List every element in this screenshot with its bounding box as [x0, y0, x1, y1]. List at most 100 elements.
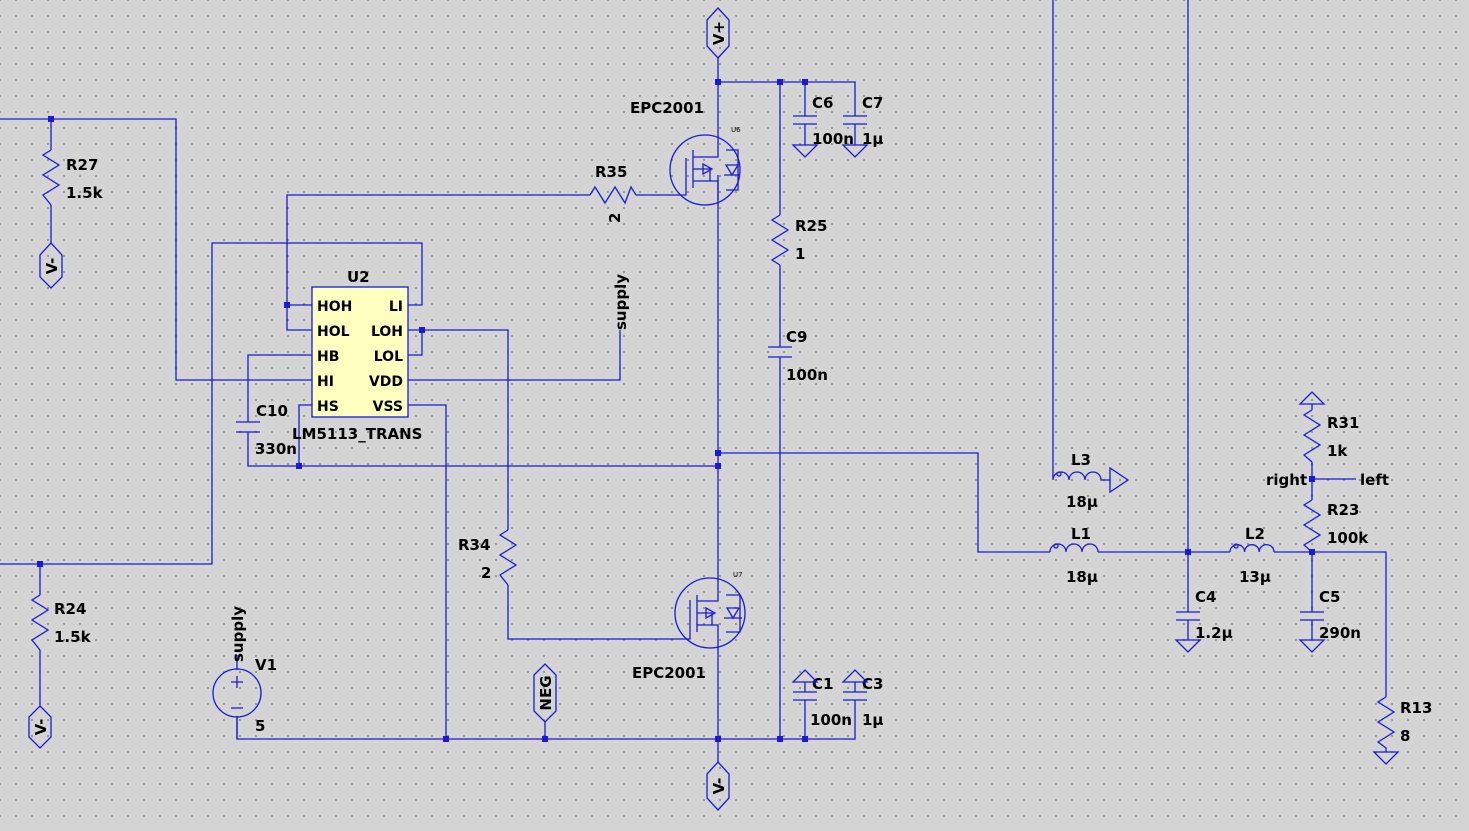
capacitor-c7[interactable]: C7 1µ [843, 94, 883, 148]
c10-name: C10 [256, 402, 288, 420]
u2-pin-hb: HB [317, 349, 339, 365]
supply-text: supply [612, 274, 630, 330]
capacitor-c3[interactable]: C3 1µ [843, 675, 883, 729]
v1-net-label: supply [229, 606, 247, 662]
net-label-right[interactable]: right [1266, 471, 1307, 489]
capacitor-c6[interactable]: C6 100n [793, 94, 854, 148]
net-flag-vminus-r27[interactable]: V- [39, 242, 63, 289]
net-label-supply[interactable]: supply [612, 274, 630, 330]
ground-c3 [841, 669, 869, 683]
u2-pin-li: LI [389, 299, 403, 315]
u2-name: U2 [347, 268, 370, 286]
voltage-source-v1[interactable]: V1 5 supply [212, 606, 277, 739]
neg-text: NEG [537, 675, 555, 710]
vplus-text: V+ [710, 21, 728, 45]
r24-name: R24 [54, 600, 86, 618]
inductor-l3[interactable]: L3 18µ [1052, 451, 1110, 511]
l2-value: 13µ [1239, 568, 1271, 586]
r23-name: R23 [1327, 501, 1359, 519]
capacitor-c4[interactable]: C4 1.2µ [1176, 588, 1233, 642]
r35-value: 2 [606, 213, 624, 223]
c5-name: C5 [1319, 588, 1340, 606]
resistor-r23[interactable]: R23 100k [1302, 499, 1369, 553]
r24-value: 1.5k [54, 628, 92, 646]
net-flag-vminus-r24[interactable]: V- [28, 705, 52, 749]
r13-name: R13 [1400, 699, 1432, 717]
resistor-r13[interactable]: R13 8 [1376, 696, 1432, 752]
ground-r13 [1372, 751, 1400, 765]
net-flag-neg[interactable]: NEG [533, 663, 557, 723]
resistor-r34[interactable]: R34 2 [458, 529, 518, 586]
u2-part: LM5113_TRANS [292, 425, 422, 443]
capacitor-c5[interactable]: C5 290n [1300, 588, 1361, 642]
c3-name: C3 [862, 675, 883, 693]
ground-l3 [1109, 466, 1130, 494]
r23-value: 100k [1327, 529, 1369, 547]
u2-pin-lol: LOL [374, 349, 403, 365]
r31-name: R31 [1327, 414, 1359, 432]
resistor-r35[interactable]: R35 2 [589, 163, 637, 223]
left-text: left [1360, 471, 1389, 489]
r31-value: 1k [1327, 442, 1348, 460]
l2-name: L2 [1245, 525, 1265, 543]
capacitor-c10[interactable]: C10 330n [236, 402, 297, 458]
c4-name: C4 [1195, 588, 1216, 606]
ground-r31 [1298, 391, 1326, 405]
c1-name: C1 [812, 675, 833, 693]
u2-pin-hi: HI [317, 374, 334, 390]
u2-pin-hol: HOL [317, 324, 350, 340]
resistor-r24[interactable]: R24 1.5k [30, 594, 92, 651]
inductor-l2[interactable]: L2 13µ [1229, 525, 1275, 586]
r13-value: 8 [1400, 727, 1410, 745]
c10-value: 330n [255, 440, 297, 458]
u2-pin-vdd: VDD [369, 374, 403, 390]
resistor-r27[interactable]: R27 1.5k [41, 149, 104, 206]
u2-pin-vss: VSS [373, 399, 403, 415]
net-flag-vminus-bottom[interactable]: V- [706, 761, 730, 811]
resistor-r25[interactable]: R25 1 [770, 214, 827, 266]
r34-value: 2 [481, 564, 491, 582]
q-bottom-ref: U7 [733, 571, 743, 579]
c6-name: C6 [812, 94, 833, 112]
ground-symbols [791, 144, 1400, 765]
c6-value: 100n [812, 130, 854, 148]
junction-dots [37, 79, 1315, 742]
c7-value: 1µ [862, 130, 883, 148]
u2-pin-hoh: HOH [317, 299, 352, 315]
r27-value: 1.5k [66, 184, 104, 202]
mosfet-top[interactable]: U6 EPC2001 [630, 99, 741, 206]
c4-value: 1.2µ [1195, 624, 1233, 642]
r25-value: 1 [795, 245, 805, 263]
r27-name: R27 [66, 156, 98, 174]
l3-value: 18µ [1066, 493, 1098, 511]
r25-name: R25 [795, 217, 827, 235]
resistor-r31[interactable]: R31 1k [1302, 409, 1359, 463]
capacitor-c1[interactable]: C1 100n [793, 675, 852, 729]
q-top-ref: U6 [731, 126, 741, 134]
net-flag-vplus-top[interactable]: V+ [706, 7, 730, 59]
net-label-left[interactable]: left [1360, 471, 1389, 489]
r34-name: R34 [458, 536, 490, 554]
l1-name: L1 [1071, 525, 1091, 543]
v1-name: V1 [255, 656, 277, 674]
ground-c7 [841, 144, 869, 158]
mosfet-bottom[interactable]: U7 EPC2001 [632, 571, 746, 682]
vminus-bottom-text: V- [710, 778, 728, 795]
l1-value: 18µ [1066, 568, 1098, 586]
inductor-l1[interactable]: L1 18µ [1049, 525, 1099, 586]
ground-c5 [1298, 639, 1326, 653]
c7-name: C7 [862, 94, 883, 112]
c9-value: 100n [786, 366, 828, 384]
vminus-r27-text: V- [43, 258, 61, 275]
u2-pin-loh: LOH [371, 324, 403, 340]
vminus-r24-text: V- [32, 719, 50, 736]
q-bottom-part: EPC2001 [632, 664, 706, 682]
q-top-part: EPC2001 [630, 99, 704, 117]
c1-value: 100n [810, 711, 852, 729]
ground-c4 [1174, 639, 1202, 653]
capacitor-c9[interactable]: C9 100n [768, 328, 828, 384]
gate-driver-u2[interactable]: U2 LM5113_TRANS HOH HOL HB HI HS LI LOH … [292, 268, 422, 443]
r35-name: R35 [595, 163, 627, 181]
l3-name: L3 [1071, 451, 1091, 469]
